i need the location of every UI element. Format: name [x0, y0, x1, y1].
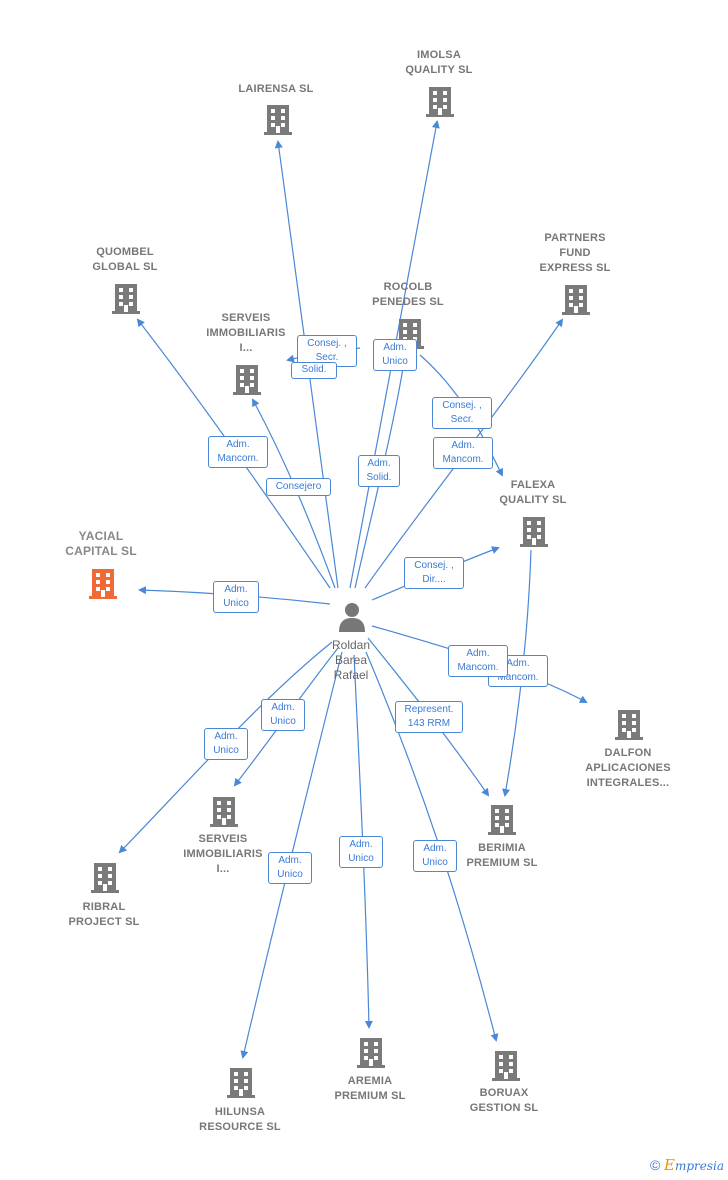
company-name-aremia[interactable]: AREMIA PREMIUM SL — [334, 1075, 406, 1102]
relation-label-lairensa-solid[interactable]: Solid. — [291, 362, 337, 379]
berimia-building-icon[interactable] — [488, 805, 516, 835]
company-name-serveis2[interactable]: SERVEIS IMMOBILIARIS I... — [183, 833, 263, 875]
edge-hilunsa — [240, 651, 343, 1059]
lairensa-building-icon[interactable] — [264, 105, 292, 135]
boruax-building-icon[interactable] — [492, 1051, 520, 1081]
relation-label-imolsa[interactable]: Adm. Solid. — [358, 455, 400, 487]
company-name-boruax[interactable]: BORUAX GESTION SL — [469, 1087, 539, 1114]
company-name-imolsa[interactable]: IMOLSA QUALITY SL — [405, 49, 473, 76]
relation-label-falexa-dir[interactable]: Consej. , Dir.... — [404, 557, 464, 589]
relation-label-aremia[interactable]: Adm. Unico — [339, 836, 383, 868]
yacial-building-icon[interactable] — [89, 569, 117, 599]
company-name-rocolb[interactable]: ROCOLB PENEDES SL — [372, 281, 444, 308]
relation-label-lairensa[interactable]: Consej. , Secr. — [297, 335, 357, 367]
footer-brand: © Empresia — [650, 1156, 724, 1174]
company-name-quombel[interactable]: QUOMBEL GLOBAL SL — [92, 246, 158, 273]
relation-label-hilunsa[interactable]: Adm. Unico — [268, 852, 312, 884]
company-name-partners[interactable]: PARTNERS FUND EXPRESS SL — [539, 232, 611, 274]
relation-label-serveis1[interactable]: Consejero — [266, 478, 331, 496]
hilunsa-building-icon[interactable] — [227, 1068, 255, 1098]
relation-label-rocolb[interactable]: Adm. Unico — [373, 339, 417, 371]
relation-label-boruax[interactable]: Adm. Unico — [413, 840, 457, 872]
dalfon-building-icon[interactable] — [615, 710, 643, 740]
person-icon[interactable] — [339, 603, 365, 632]
aremia-building-icon[interactable] — [357, 1038, 385, 1068]
relation-label-dalfon-1[interactable]: Adm. Mancom. — [448, 645, 508, 677]
company-name-berimia[interactable]: BERIMIA PREMIUM SL — [466, 842, 538, 869]
ribral-building-icon[interactable] — [91, 863, 119, 893]
copyright-symbol: © — [650, 1157, 661, 1173]
brand-name: mpresia — [674, 1159, 724, 1173]
imolsa-building-icon[interactable] — [426, 87, 454, 117]
relation-label-quombel[interactable]: Adm. Mancom. — [208, 436, 268, 468]
company-name-ribral[interactable]: RIBRAL PROJECT SL — [68, 901, 140, 928]
company-name-lairensa[interactable]: LAIRENSA SL — [238, 83, 314, 95]
person-name[interactable]: Roldan Barea Rafael — [331, 638, 371, 682]
relation-label-ribral[interactable]: Adm. Unico — [204, 728, 248, 760]
company-name-yacial[interactable]: YACIAL CAPITAL SL — [65, 529, 137, 558]
company-name-serveis1[interactable]: SERVEIS IMMOBILIARIS I... — [206, 312, 286, 354]
company-name-hilunsa[interactable]: HILUNSA RESOURCE SL — [199, 1106, 281, 1133]
serveis1-building-icon[interactable] — [233, 365, 261, 395]
quombel-building-icon[interactable] — [112, 284, 140, 314]
partners-building-icon[interactable] — [562, 285, 590, 315]
company-name-falexa[interactable]: FALEXA QUALITY SL — [499, 479, 567, 506]
relation-label-berimia[interactable]: Represent. 143 RRM — [395, 701, 463, 733]
serveis2-building-icon[interactable] — [210, 797, 238, 827]
relation-label-serveis2[interactable]: Adm. Unico — [261, 699, 305, 731]
relation-label-partners[interactable]: Consej. , Secr. — [432, 397, 492, 429]
falexa-building-icon[interactable] — [520, 517, 548, 547]
brand-initial: E — [663, 1156, 675, 1174]
relation-label-falexa-mancom[interactable]: Adm. Mancom. — [433, 437, 493, 469]
relation-label-yacial[interactable]: Adm. Unico — [213, 581, 259, 613]
company-name-dalfon[interactable]: DALFON APLICACIONES INTEGRALES... — [585, 747, 671, 789]
